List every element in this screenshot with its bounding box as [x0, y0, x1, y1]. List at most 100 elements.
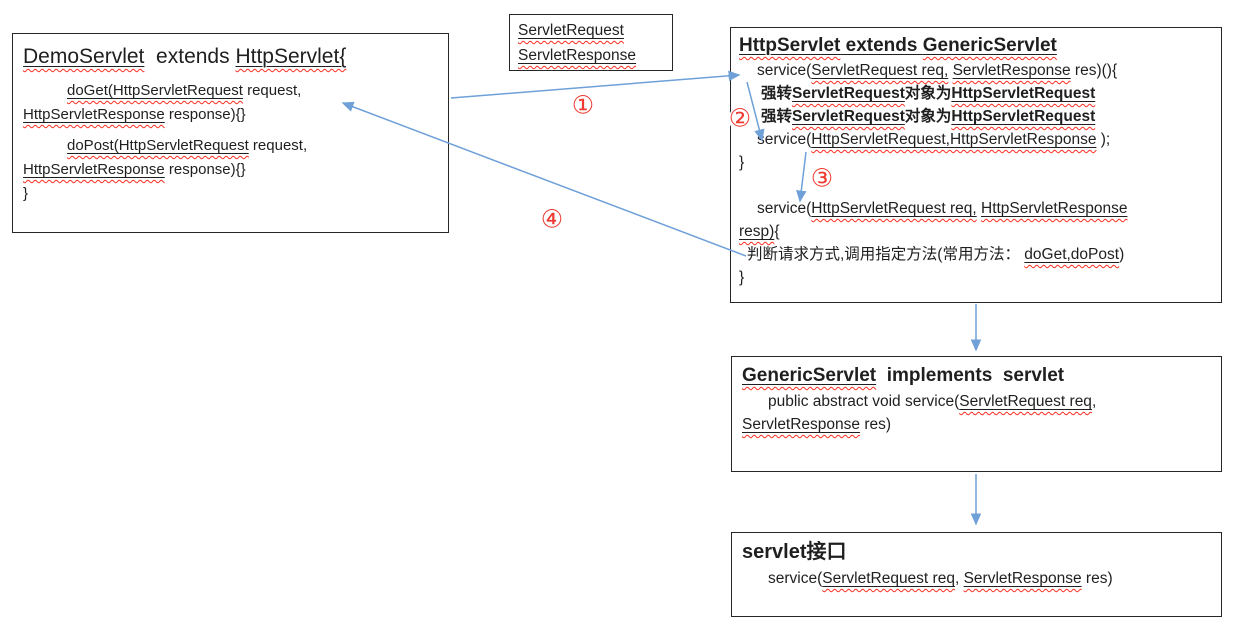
text-segment: ServletRequest req — [959, 393, 1092, 410]
text-line: HttpServletResponse response){} — [23, 158, 438, 182]
text-segment: HttpServletResponse — [23, 161, 165, 178]
text-segment: GenericServlet — [742, 365, 876, 386]
spellcheck-squiggle-text: HttpServlet{ — [235, 45, 347, 68]
text-segment: ServletResponse — [742, 416, 860, 433]
text-segment: service( — [757, 131, 812, 148]
text-line: service(HttpServletRequest req, HttpServ… — [739, 197, 1213, 220]
spellcheck-squiggle-text: HttpServletRequest — [951, 108, 1096, 125]
spellcheck-squiggle-text: HttpServletResponse — [23, 161, 165, 178]
text-line: HttpServlet extends GenericServlet — [739, 32, 1213, 59]
text-line: public abstract void service(ServletRequ… — [742, 390, 1211, 413]
spellcheck-squiggle-text: ServletRequest req, — [811, 62, 949, 79]
circled-number-1: ① — [571, 92, 595, 120]
text-segment: 强转 — [761, 85, 793, 102]
text-segment: 强转 — [761, 108, 793, 125]
spellcheck-squiggle-text: DemoServlet — [23, 45, 145, 68]
servlet-interface-box: servlet接口 service(ServletRequest req, Ser… — [731, 532, 1222, 617]
text-segment: service( — [757, 62, 812, 79]
text-segment: public abstract void service( — [768, 393, 960, 410]
demo-servlet-class-box: DemoServlet extends HttpServlet{ doGet(Ht… — [12, 33, 449, 233]
text-segment: HttpServletResponse — [981, 200, 1127, 217]
text-segment: } — [739, 269, 745, 286]
text-segment: doGet,doPost — [1024, 246, 1119, 263]
text-segment: , — [1091, 393, 1097, 410]
text-line: } — [739, 266, 1213, 289]
text-line: DemoServlet extends HttpServlet{ — [23, 42, 438, 72]
text-segment: ); — [1096, 131, 1111, 148]
spellcheck-squiggle-text: HttpServletRequest req, — [811, 200, 977, 217]
circled-number-4: ④ — [540, 206, 564, 234]
text-line: doPost(HttpServletRequest request, — [23, 134, 438, 158]
text-segment: GenericServlet — [923, 35, 1057, 56]
text-segment: 对象为 — [904, 108, 952, 125]
spellcheck-squiggle-text: HttpServlet — [739, 35, 841, 56]
text-segment: servlet接口 — [742, 541, 847, 563]
text-segment: HttpServletRequest req, — [811, 200, 976, 217]
text-segment: request, — [242, 82, 302, 99]
text-segment: doPost(HttpServletRequest — [67, 137, 249, 154]
text-line: GenericServlet implements servlet — [742, 362, 1211, 390]
spellcheck-squiggle-text: ServletRequest — [792, 85, 905, 102]
text-line: 强转ServletRequest对象为HttpServletRequest — [739, 82, 1213, 105]
spellcheck-squiggle-text: ServletRequest req — [959, 393, 1092, 410]
spellcheck-squiggle-text: ServletResponse — [742, 416, 861, 433]
spellcheck-squiggle-text: doGet(HttpServletRequest — [67, 82, 243, 99]
spellcheck-squiggle-text: GenericServlet — [922, 35, 1057, 56]
text-segment: ServletResponse — [964, 570, 1082, 587]
text-segment: HttpServletRequest — [951, 108, 1095, 125]
text-line: service(ServletRequest req, ServletRespo… — [742, 567, 1211, 590]
text-segment: HttpServletRequest — [951, 85, 1095, 102]
text-segment: service( — [757, 200, 812, 217]
text-segment: extends — [144, 45, 236, 68]
text-segment: res) — [860, 416, 892, 433]
spellcheck-squiggle-text: GenericServlet — [742, 365, 877, 386]
text-segment: } — [739, 154, 745, 171]
spellcheck-squiggle-text: HttpServletResponse — [23, 106, 165, 123]
spellcheck-squiggle-text: ServletRequest — [792, 108, 905, 125]
text-segment: HttpServlet — [739, 35, 840, 56]
text-segment: { — [774, 223, 780, 240]
spellcheck-squiggle-text: ServletRequest — [518, 22, 624, 39]
text-segment: } — [23, 185, 29, 202]
text-line: resp){ — [739, 220, 1213, 243]
text-segment: service( — [768, 570, 823, 587]
text-segment: ServletRequest — [792, 108, 905, 125]
text-line: servlet接口 — [742, 538, 1211, 567]
text-line: doGet(HttpServletRequest request, — [23, 79, 438, 103]
spellcheck-squiggle-text: HttpServletResponse — [981, 200, 1128, 217]
text-segment: 对象为 — [904, 85, 952, 102]
text-line: service(HttpServletRequest,HttpServletRe… — [739, 128, 1213, 151]
spellcheck-squiggle-text: ServletRequest req — [822, 570, 955, 587]
text-segment: ServletRequest — [792, 85, 905, 102]
spellcheck-squiggle-text: doPost(HttpServletRequest — [67, 137, 249, 154]
spellcheck-squiggle-text: resp) — [739, 223, 775, 240]
circled-number-3: ③ — [810, 165, 834, 193]
spellcheck-squiggle-text: ServletResponse — [952, 62, 1071, 79]
text-segment: resp) — [739, 223, 774, 240]
text-segment: response){} — [164, 106, 246, 123]
spellcheck-squiggle-text: ServletResponse — [963, 570, 1082, 587]
text-segment: HttpServlet{ — [235, 45, 346, 68]
text-segment: DemoServlet — [23, 45, 144, 68]
text-line: ServletResponse — [518, 43, 664, 68]
circled-number-2: ② — [728, 105, 752, 133]
text-segment: request, — [248, 137, 308, 154]
text-segment: ServletResponse — [518, 47, 636, 64]
text-segment: 判断请求方式,调用指定方法(常用方法： — [747, 246, 1025, 263]
arrow-step1-demo-to-httpservice — [450, 70, 741, 99]
text-line: } — [23, 182, 438, 206]
text-segment: res)(){ — [1070, 62, 1118, 79]
text-line: 判断请求方式,调用指定方法(常用方法： doGet,doPost) — [739, 243, 1213, 266]
text-segment: res) — [1081, 570, 1113, 587]
text-segment: ServletResponse — [953, 62, 1071, 79]
spellcheck-squiggle-text: HttpServletRequest,HttpServletResponse — [811, 131, 1097, 148]
text-segment: ServletRequest req — [822, 570, 955, 587]
text-line: service(ServletRequest req, ServletRespo… — [739, 59, 1213, 82]
text-line: ServletRequest — [518, 18, 664, 43]
text-segment: doGet(HttpServletRequest — [67, 82, 243, 99]
text-segment: ServletRequest req, — [811, 62, 948, 79]
